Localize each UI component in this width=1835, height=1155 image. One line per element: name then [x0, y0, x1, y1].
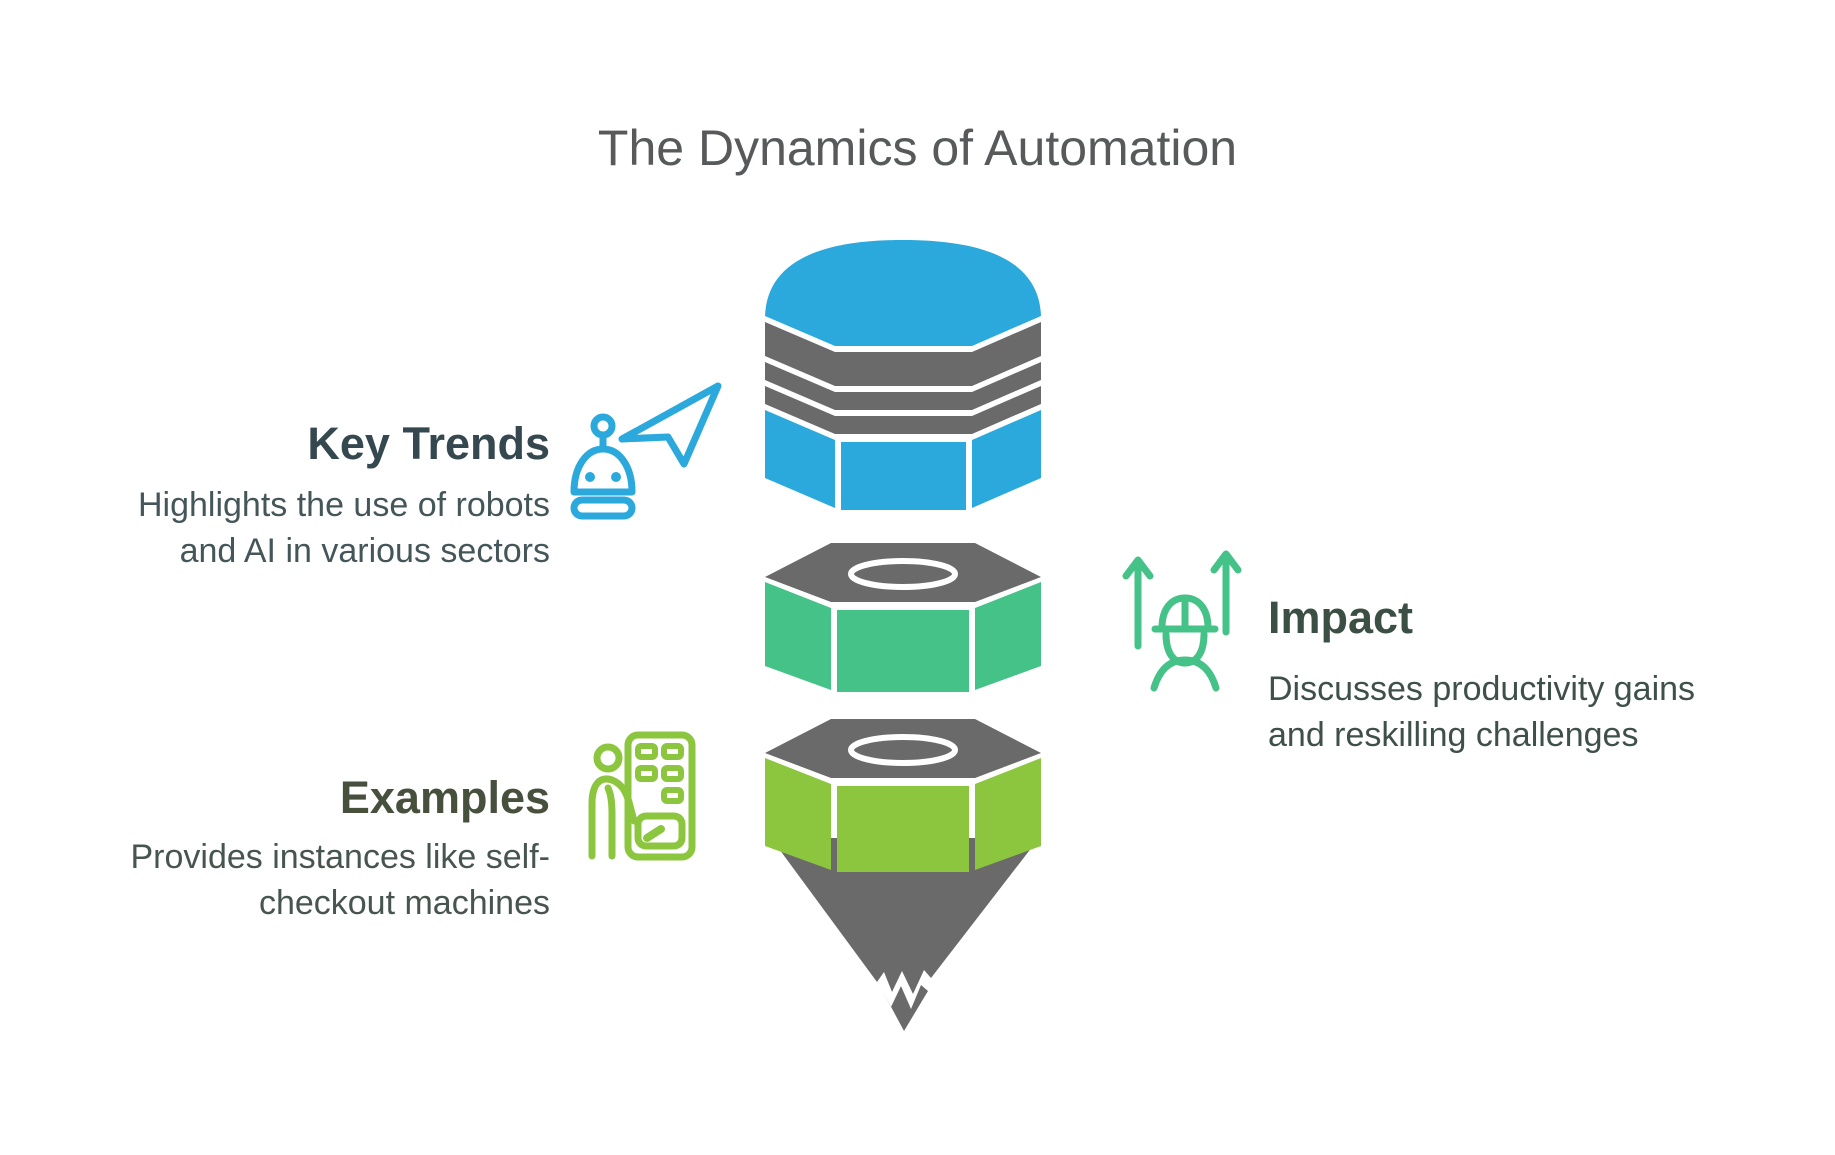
impact-description: Discusses productivity gains and reskill…: [1268, 666, 1748, 758]
robot-chin-bar: [570, 496, 636, 520]
impact-description-line2: and reskilling challenges: [1268, 716, 1639, 754]
tray-item: [643, 825, 665, 842]
examples-heading: Examples: [339, 772, 550, 823]
worker-shoulders: [1150, 656, 1220, 692]
key-trends-description-line2: and AI in various sectors: [179, 532, 550, 570]
up-arrow-left: [1122, 556, 1154, 650]
section-key-trends: Key Trends Highlights the use of robots …: [70, 418, 550, 574]
section-impact: Impact Discusses productivity gains and …: [1268, 592, 1748, 758]
robot-eye-right: [611, 472, 621, 482]
worker-up-arrows-icon: [1122, 550, 1256, 694]
funnel-bottom-segment: [765, 719, 1041, 872]
hard-hat-dome: [1158, 594, 1212, 632]
funnel-pencil-tip: [771, 838, 1039, 1031]
person-head: [593, 743, 623, 773]
person-self-checkout-icon: [568, 726, 708, 866]
key-trends-description: Highlights the use of robots and AI in v…: [70, 482, 550, 574]
checkout-machine-buttons: [635, 743, 684, 804]
up-arrow-right: [1210, 550, 1242, 636]
impact-heading: Impact: [1268, 592, 1414, 643]
pencil-tip-point: [882, 985, 928, 1031]
funnel-middle-segment: [765, 543, 1041, 692]
checkout-tray: [634, 812, 686, 850]
top-segment-band2: [765, 362, 1041, 410]
top-segment-band3: [765, 386, 1041, 434]
robot-cursor-icon: [566, 380, 728, 520]
bottom-segment-top-face: [765, 719, 1041, 778]
examples-description-line1: Provides instances like self-: [130, 838, 550, 876]
person-front-leg: [604, 784, 616, 860]
robot-eye-left: [585, 472, 595, 482]
middle-segment-top-face: [765, 543, 1041, 602]
cursor-arrow-shape: [618, 382, 722, 468]
top-segment-band1: [765, 322, 1041, 386]
key-trends-description-line1: Highlights the use of robots: [137, 486, 550, 524]
top-segment-dome: [765, 240, 1041, 346]
automation-funnel-graphic: [755, 230, 1055, 1050]
funnel-top-segment: [765, 240, 1041, 510]
worker-person: [1150, 594, 1220, 692]
section-examples: Examples Provides instances like self- c…: [70, 772, 550, 926]
middle-segment-hole-ring: [848, 558, 958, 590]
person-body-arm: [588, 775, 638, 860]
impact-description-line1: Discusses productivity gains: [1268, 670, 1696, 708]
examples-description-line2: checkout machines: [258, 884, 550, 922]
examples-description: Provides instances like self- checkout m…: [70, 834, 550, 926]
robot-head-dome: [570, 445, 636, 496]
key-trends-heading: Key Trends: [307, 418, 550, 469]
bottom-segment-hole-ring: [848, 734, 958, 766]
page-title: The Dynamics of Automation: [597, 120, 1238, 176]
